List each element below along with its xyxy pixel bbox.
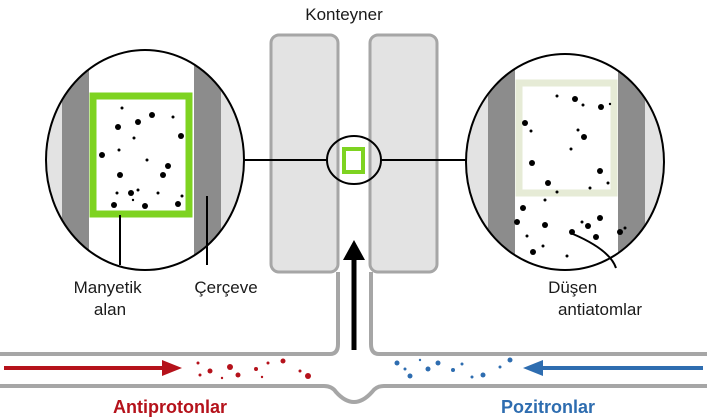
upward-arrow-icon <box>343 240 365 350</box>
positron-arrow-icon <box>523 360 703 376</box>
leader-lines <box>119 196 617 269</box>
magnetic-field-label-line1: Manyetik <box>74 278 143 297</box>
container-label: Konteyner <box>305 5 383 24</box>
positrons-label: Pozitronlar <box>501 397 595 417</box>
magnetic-field-on-view <box>45 49 245 271</box>
frame-label: Çerçeve <box>194 278 257 297</box>
magnetic-field-label: Manyetik alan <box>74 278 147 319</box>
magnetic-field-label-line2: alan <box>94 300 126 319</box>
magnetic-field-off-view <box>465 53 665 271</box>
falling-antiatoms-label-line2: antiatomlar <box>558 300 642 319</box>
falling-antiatoms-label-line1: Düşen <box>548 278 597 297</box>
antiproton-arrow-icon <box>4 360 182 376</box>
pipe <box>0 272 707 404</box>
container <box>269 33 439 274</box>
center-focus-circle <box>243 135 466 185</box>
positron-particles <box>394 357 513 379</box>
falling-antiatoms-label: Düşen antiatomlar <box>548 278 642 319</box>
antiproton-particles <box>196 358 311 380</box>
antiprotons-label: Antiprotonlar <box>113 397 227 417</box>
